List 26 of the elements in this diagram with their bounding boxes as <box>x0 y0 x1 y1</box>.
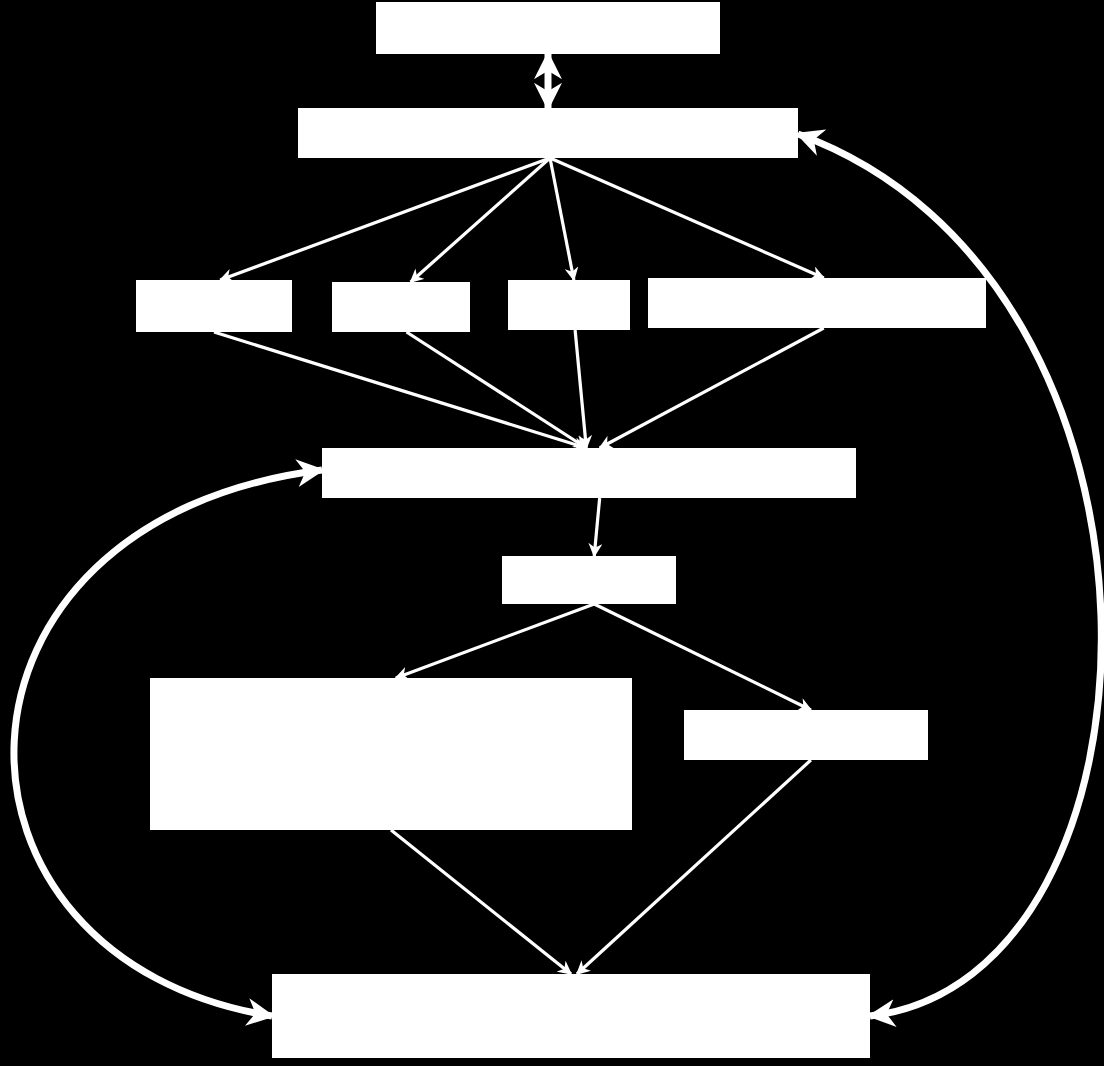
arrow <box>575 758 812 976</box>
empty-box <box>298 108 798 158</box>
empty-box <box>648 278 986 328</box>
arrow <box>588 497 603 558</box>
arrow <box>218 156 551 283</box>
arrow <box>390 828 573 976</box>
arrow <box>405 330 588 450</box>
empty-box <box>322 448 856 498</box>
empty-box <box>272 974 870 1058</box>
empty-box <box>136 280 292 332</box>
arrow <box>409 156 552 284</box>
empty-box <box>508 280 630 330</box>
arrow <box>598 326 825 450</box>
arrow <box>549 156 826 280</box>
arrow <box>593 602 813 712</box>
arrow <box>394 602 595 681</box>
empty-box <box>150 678 632 830</box>
empty-box <box>332 282 470 332</box>
arrow <box>573 329 593 450</box>
arrow <box>534 51 562 111</box>
arrow <box>795 130 1104 1022</box>
empty-box <box>684 710 928 760</box>
empty-box <box>502 556 676 604</box>
arrow <box>11 461 325 1023</box>
empty-box <box>376 2 720 54</box>
arrow <box>548 157 579 282</box>
